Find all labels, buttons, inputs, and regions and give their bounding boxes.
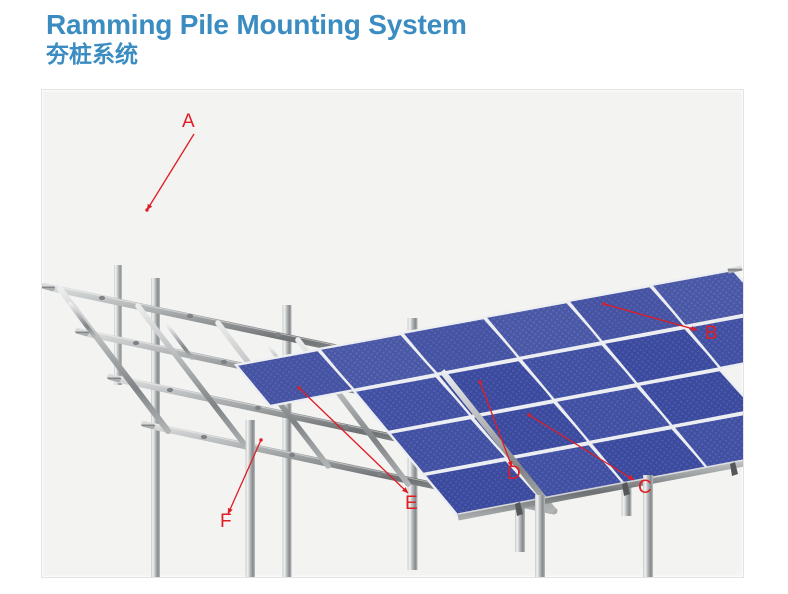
support-columns-front (245, 420, 653, 577)
panel-lower-edge-rail (439, 369, 743, 521)
page-heading: Ramming Pile Mounting System 夯桩系统 (46, 9, 467, 68)
panel-upper-edge-rail (52, 265, 743, 288)
callout-leader-d (479, 381, 513, 468)
callout-leader-e (298, 387, 409, 494)
callout-leader-f (227, 439, 262, 515)
callout-leaders (145, 133, 698, 515)
frame-end-caps (42, 283, 155, 429)
panel-row-1 (233, 268, 743, 408)
mounting-system-illustration (42, 90, 743, 577)
product-figure: A B C D E F (41, 89, 744, 578)
callout-leader-c (528, 414, 635, 481)
callout-leader-a (146, 133, 195, 211)
page-title-english: Ramming Pile Mounting System (46, 9, 467, 40)
callout-leader-b (603, 303, 698, 331)
page-title-chinese: 夯桩系统 (46, 41, 138, 67)
panel-row-3 (386, 368, 743, 476)
